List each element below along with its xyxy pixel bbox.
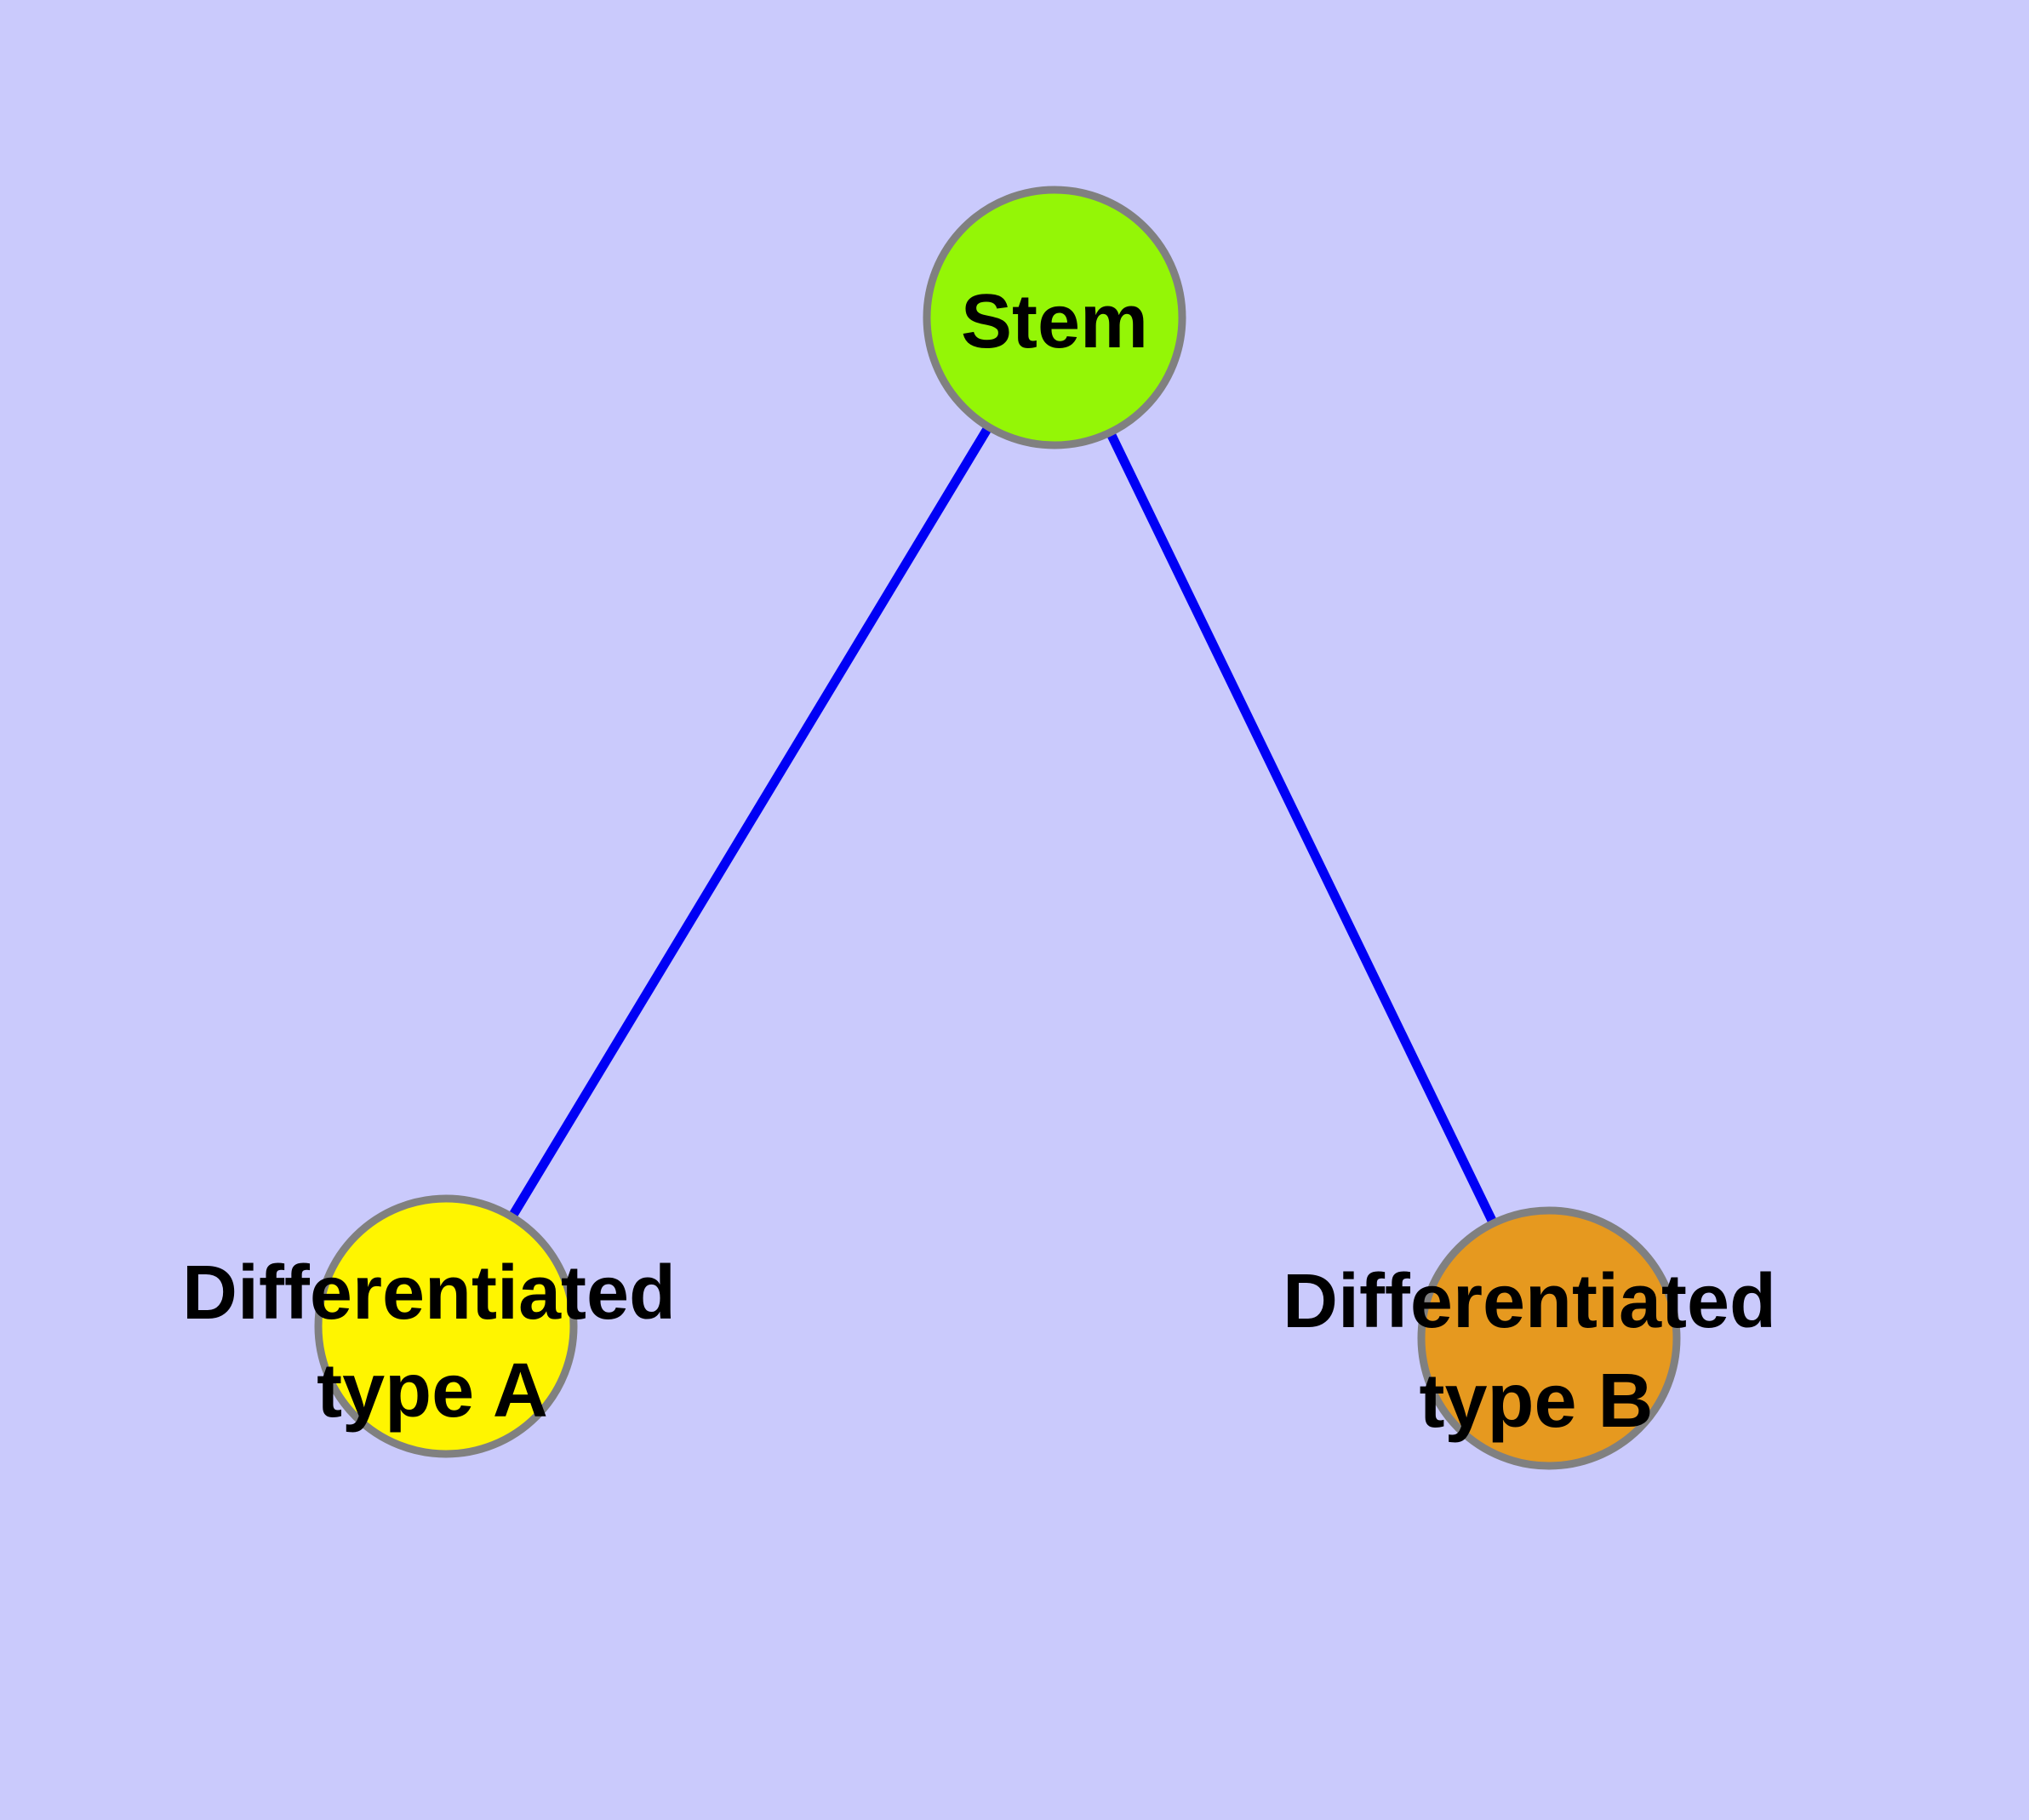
edge-stem-to-type-a [442,315,1059,1329]
node-differentiated-type-b [1417,1206,1681,1470]
node-stem-label: Stem [961,279,1148,364]
node-differentiated-type-a [314,1194,578,1458]
node-type-b-label-line2: type B [1419,1359,1653,1444]
node-type-a-label-line2: type A [317,1348,548,1434]
node-stem [923,186,1186,449]
node-type-a-label-line1: Differentiated [182,1251,676,1336]
node-type-b-label-line1: Differentiated [1283,1259,1776,1344]
edge-stem-to-type-b [1050,315,1553,1341]
